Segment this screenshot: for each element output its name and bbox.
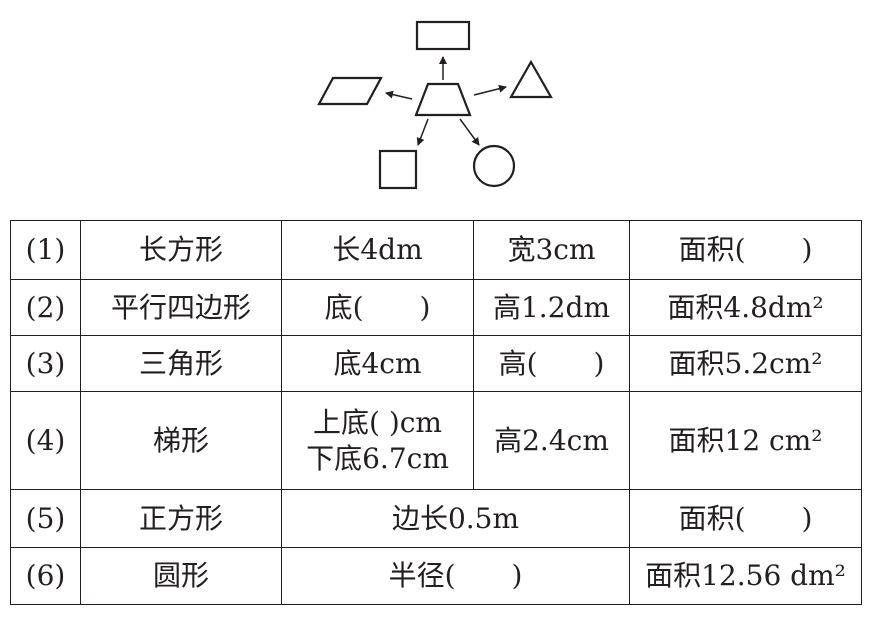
shape-name: 梯形 bbox=[80, 391, 282, 490]
row-number: (3) bbox=[10, 335, 81, 392]
row-number: (4) bbox=[10, 391, 81, 490]
parallelogram-shape bbox=[317, 76, 383, 106]
dimension-height: 高1.2dm bbox=[473, 279, 630, 336]
shape-name: 正方形 bbox=[80, 489, 282, 548]
area-cell: 面积( ) bbox=[629, 220, 862, 280]
table-row: (1) 长方形 长4dm 宽3cm 面积( ) bbox=[10, 220, 862, 280]
row-number: (6) bbox=[10, 547, 81, 605]
dimension-height: 高2.4cm bbox=[473, 391, 630, 490]
area-cell: 面积5.2cm² bbox=[629, 335, 862, 392]
area-cell: 面积12.56 dm² bbox=[629, 547, 862, 605]
arrow-to-square bbox=[416, 118, 429, 146]
row-number: (5) bbox=[10, 489, 81, 548]
area-cell: 面积4.8dm² bbox=[629, 279, 862, 336]
dimension-height: 高( ) bbox=[473, 335, 630, 392]
shape-name: 平行四边形 bbox=[80, 279, 282, 336]
dimension-base: 底4cm bbox=[281, 335, 474, 392]
dimension-bases: 上底( )cm 下底6.7cm bbox=[281, 391, 474, 490]
dimension-side: 边长0.5m bbox=[281, 489, 630, 548]
trapezoid-center-shape bbox=[414, 82, 472, 117]
shape-name: 三角形 bbox=[80, 335, 282, 392]
table-row: (4) 梯形 上底( )cm 下底6.7cm 高2.4cm 面积12 cm² bbox=[10, 391, 862, 490]
dimension-base: 底( ) bbox=[281, 279, 474, 336]
rectangle-shape bbox=[415, 20, 471, 51]
triangle-shape bbox=[509, 59, 553, 99]
lower-base: 下底6.7cm bbox=[306, 441, 449, 475]
table-row: (2) 平行四边形 底( ) 高1.2dm 面积4.8dm² bbox=[10, 279, 862, 336]
row-number: (1) bbox=[10, 220, 81, 280]
row-number: (2) bbox=[10, 279, 81, 336]
arrow-to-triangle bbox=[473, 84, 507, 96]
arrow-to-circle bbox=[459, 118, 480, 146]
square-shape bbox=[378, 149, 418, 190]
circle-shape bbox=[472, 144, 516, 188]
shape-relation-diagram bbox=[317, 20, 553, 190]
shape-area-table: (1) 长方形 长4dm 宽3cm 面积( ) (2) 平行四边形 底( ) 高… bbox=[10, 220, 862, 605]
table-row: (6) 圆形 半径( ) 面积12.56 dm² bbox=[10, 547, 862, 605]
table-row: (5) 正方形 边长0.5m 面积( ) bbox=[10, 489, 862, 548]
shape-name: 长方形 bbox=[80, 220, 282, 280]
shape-name: 圆形 bbox=[80, 547, 282, 605]
dimension-width: 宽3cm bbox=[473, 220, 630, 280]
area-cell: 面积( ) bbox=[629, 489, 862, 548]
dimension-length: 长4dm bbox=[281, 220, 474, 280]
dimension-radius: 半径( ) bbox=[281, 547, 630, 605]
table-row: (3) 三角形 底4cm 高( ) 面积5.2cm² bbox=[10, 335, 862, 392]
upper-base: 上底( )cm bbox=[313, 405, 442, 439]
arrow-to-parallelogram bbox=[385, 90, 413, 100]
area-cell: 面积12 cm² bbox=[629, 391, 862, 490]
